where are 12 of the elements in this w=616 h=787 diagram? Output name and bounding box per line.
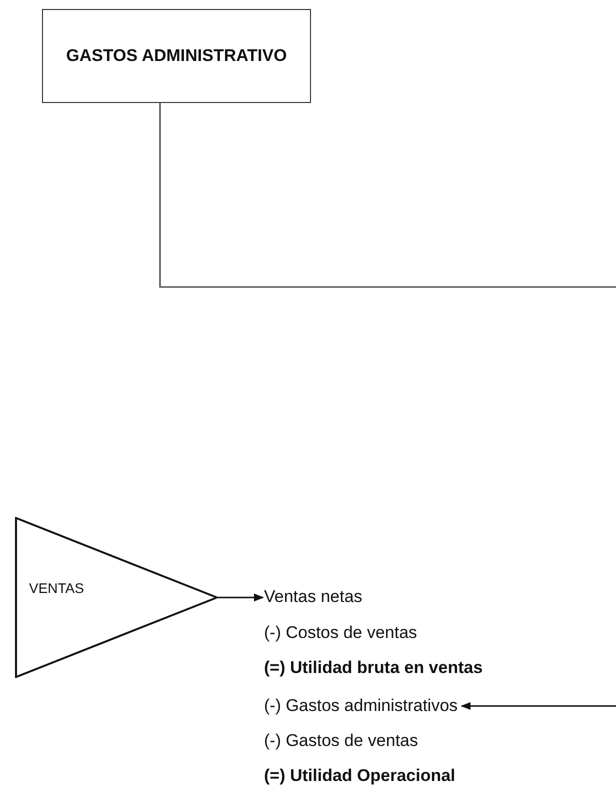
statement-line: (-) Gastos de ventas bbox=[264, 731, 418, 751]
process-box: GASTOS ADMINISTRATIVO bbox=[42, 9, 311, 103]
connector-line bbox=[159, 103, 616, 288]
arrow bbox=[218, 594, 264, 602]
arrow bbox=[460, 702, 616, 710]
statement-line: (-) Costos de ventas bbox=[264, 623, 418, 643]
statement-line: (=) Utilidad bruta en ventas bbox=[264, 658, 483, 678]
shape-label: VENTAS bbox=[29, 580, 84, 596]
statement-line: (=) Utilidad Operacional bbox=[264, 766, 456, 786]
statement-line: (-) Gastos administrativos bbox=[264, 696, 458, 716]
statement-line: Ventas netas bbox=[264, 587, 362, 607]
triangle-shape bbox=[15, 517, 218, 678]
